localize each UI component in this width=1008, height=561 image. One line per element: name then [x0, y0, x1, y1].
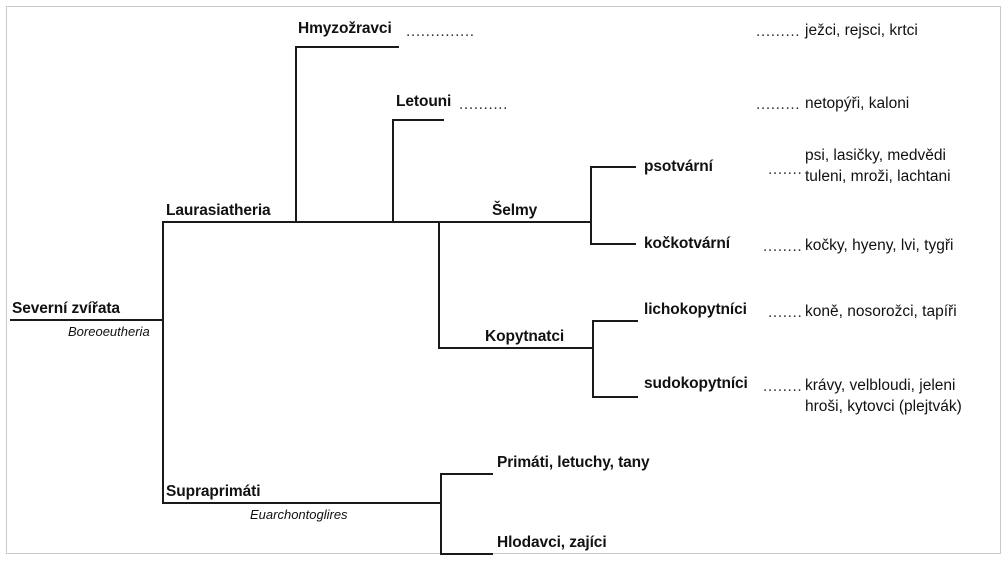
leader-dots-letouni-label: ..........	[459, 96, 509, 113]
leaf-label-sudokopytnici: sudokopytníci	[644, 375, 748, 392]
node-scientific-supraprimati: Euarchontoglires	[250, 507, 348, 522]
leaf-label-psotvarni: psotvární	[644, 158, 713, 175]
species-line-1: psi, lasičky, medvědi	[805, 147, 946, 164]
leaf-label-lichokopytnici: lichokopytníci	[644, 301, 747, 318]
leader-dots-letouni-species: .........	[756, 96, 801, 113]
species-list-kockotvarni: kočky, hyeny, lvi, tygři	[805, 237, 954, 254]
node-scientific-root: Boreoeutheria	[68, 324, 150, 339]
node-label-supraprimati: Supraprimáti	[166, 483, 261, 500]
leader-dots-psotvarni-species: .......	[768, 161, 803, 178]
species-list-lichokopytnici: koně, nosorožci, tapíři	[805, 303, 957, 320]
leaf-label-hlodavci: Hlodavci, zajíci	[497, 534, 607, 551]
node-label-root: Severní zvířata	[12, 300, 120, 317]
leader-dots-kockotvarni-species: ........	[763, 238, 803, 255]
node-label-selmy: Šelmy	[492, 202, 538, 219]
leader-dots-lichokopytnici-species: .......	[768, 304, 803, 321]
leader-dots-hmyzozravci-species: .........	[756, 23, 801, 40]
node-label-kopytnatci: Kopytnatci	[485, 328, 565, 345]
leaf-label-hmyzozravci: Hmyzožravci	[298, 20, 392, 37]
leader-dots-sudokopytnici-species: ........	[763, 378, 803, 395]
species-list-sudokopytnici: krávy, velbloudi, jeleni hroši, kytovci …	[805, 375, 962, 417]
species-list-hmyzozravci: ježci, rejsci, krtci	[805, 22, 918, 39]
species-line-2: hroši, kytovci (plejtvák)	[805, 398, 962, 415]
species-line-2: tuleni, mroži, lachtani	[805, 168, 951, 185]
leaf-label-letouni: Letouni	[396, 93, 452, 110]
node-label-laurasiatheria: Laurasiatheria	[166, 202, 271, 219]
species-line-1: krávy, velbloudi, jeleni	[805, 377, 956, 394]
species-list-psotvarni: psi, lasičky, medvědi tuleni, mroži, lac…	[805, 145, 951, 187]
species-list-letouni: netopýři, kaloni	[805, 95, 910, 112]
leaf-label-kockotvarni: kočkotvární	[644, 235, 730, 252]
leaf-label-primati: Primáti, letuchy, tany	[497, 454, 650, 471]
leader-dots-hmyzozravci-label: ..............	[406, 23, 475, 40]
